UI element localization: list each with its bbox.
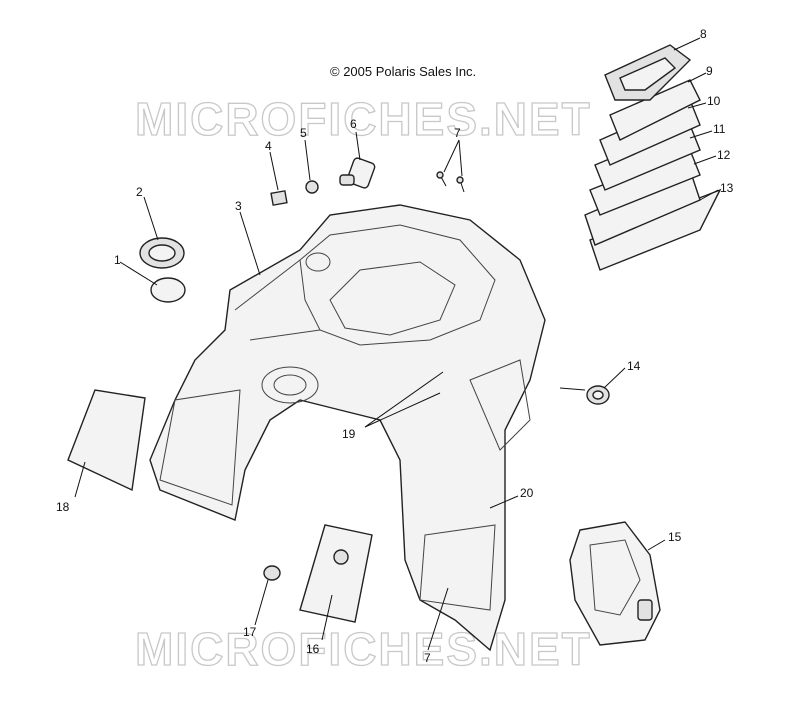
callout-17: 17 [243, 625, 257, 639]
part-17-knob [263, 565, 281, 581]
callout-7-bottom: 7 [424, 651, 431, 665]
callout-8: 8 [700, 27, 707, 41]
parts-8-13-trim-stack [584, 44, 722, 271]
callout-13: 13 [720, 181, 734, 195]
callout-10: 10 [707, 94, 721, 108]
callout-2: 2 [136, 185, 143, 199]
part-5-nut [305, 180, 319, 194]
callout-15: 15 [668, 530, 682, 544]
hood-body [149, 204, 546, 652]
callout-4: 4 [265, 139, 272, 153]
callout-14: 14 [627, 359, 641, 373]
part-16-panel [299, 524, 373, 623]
callout-1: 1 [114, 253, 121, 267]
part-18-panel [67, 389, 146, 492]
callout-20: 20 [520, 486, 534, 500]
copyright-notice: © 2005 Polaris Sales Inc. [330, 64, 477, 79]
callout-18: 18 [56, 500, 70, 514]
callout-9: 9 [706, 64, 713, 78]
part-2-grommet [139, 237, 185, 269]
leader-lines [74, 37, 719, 651]
callout-12: 12 [717, 148, 731, 162]
callout-7-top: 7 [454, 126, 461, 140]
callout-16: 16 [306, 642, 320, 656]
callout-3: 3 [235, 199, 242, 213]
watermark-top: MICROFICHES.NET [135, 93, 592, 145]
part-7-screws [436, 171, 465, 193]
callout-11: 11 [713, 122, 726, 136]
part-4-clip [270, 190, 288, 206]
callout-labels: 1 2 3 4 5 6 7 8 9 10 11 12 13 14 15 16 1… [56, 27, 734, 665]
callout-19: 19 [342, 427, 356, 441]
part-14-clip [586, 385, 610, 405]
part-15-pod [569, 521, 661, 646]
watermark-bottom: MICROFICHES.NET [135, 623, 592, 675]
part-6-plug [339, 157, 376, 189]
part-1-ring [150, 277, 186, 303]
callout-5: 5 [300, 126, 307, 140]
callout-6: 6 [350, 117, 357, 131]
